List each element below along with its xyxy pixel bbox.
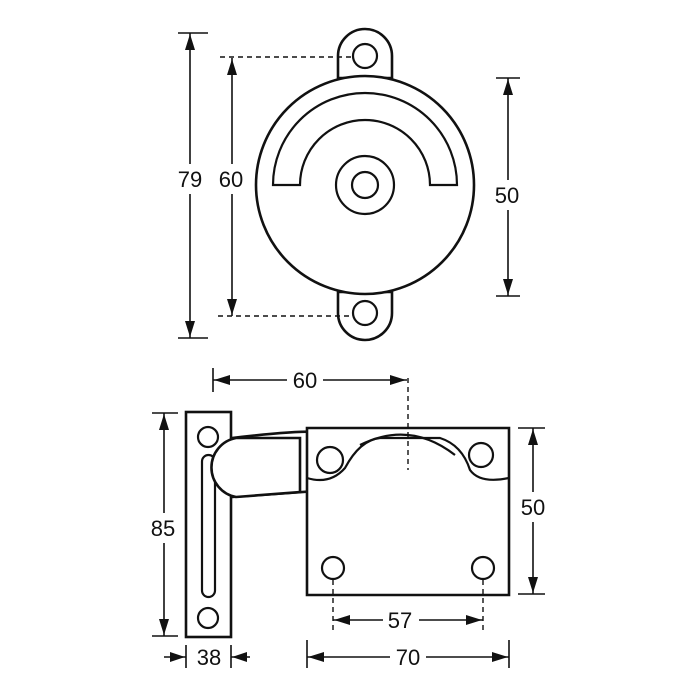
center-boss	[334, 154, 396, 216]
plate-slot	[200, 453, 217, 599]
bottom-ear	[336, 290, 394, 342]
body-hole-bottom-right	[470, 555, 496, 581]
dim-50-side-view: 50	[515, 427, 551, 595]
dim-60-horizontal: 60	[212, 366, 407, 394]
top-view: 79 60 50	[175, 27, 526, 342]
dim-79: 79	[175, 32, 208, 339]
dim-60-vertical-label: 60	[219, 167, 243, 192]
dim-70: 70	[306, 640, 510, 671]
dim-60-vertical: 60	[216, 58, 248, 316]
top-ear-hole	[351, 42, 379, 70]
side-view: 60 85 38	[147, 366, 551, 671]
arm-knuckle	[210, 436, 302, 499]
dim-57: 57	[332, 580, 484, 634]
arc-slot	[271, 91, 459, 187]
dim-50-side-label: 50	[521, 495, 545, 520]
plate-top-hole	[196, 425, 220, 449]
bottom-ear-hole	[351, 299, 379, 327]
center-hole	[350, 170, 380, 200]
latch-cam-profile	[306, 436, 510, 482]
dim-85-label: 85	[151, 516, 175, 541]
dim-38: 38	[164, 645, 250, 670]
top-ear	[336, 27, 394, 80]
dim-50-top-label: 50	[495, 183, 519, 208]
dim-60-horizontal-label: 60	[293, 368, 317, 393]
dim-70-label: 70	[396, 645, 420, 670]
dim-38-label: 38	[197, 645, 221, 670]
body-hole-top-right	[467, 441, 495, 469]
body-hole-top-left	[315, 445, 345, 475]
latch-body	[305, 426, 511, 597]
disc-body	[254, 74, 476, 296]
dim-50-top-view: 50	[490, 77, 526, 297]
plate-bottom-hole	[196, 606, 220, 630]
dim-79-label: 79	[178, 167, 202, 192]
dim-57-label: 57	[388, 608, 412, 633]
body-hole-bottom-left	[320, 555, 346, 581]
latch-cam-inner	[359, 433, 456, 456]
dim-85: 85	[147, 412, 181, 637]
